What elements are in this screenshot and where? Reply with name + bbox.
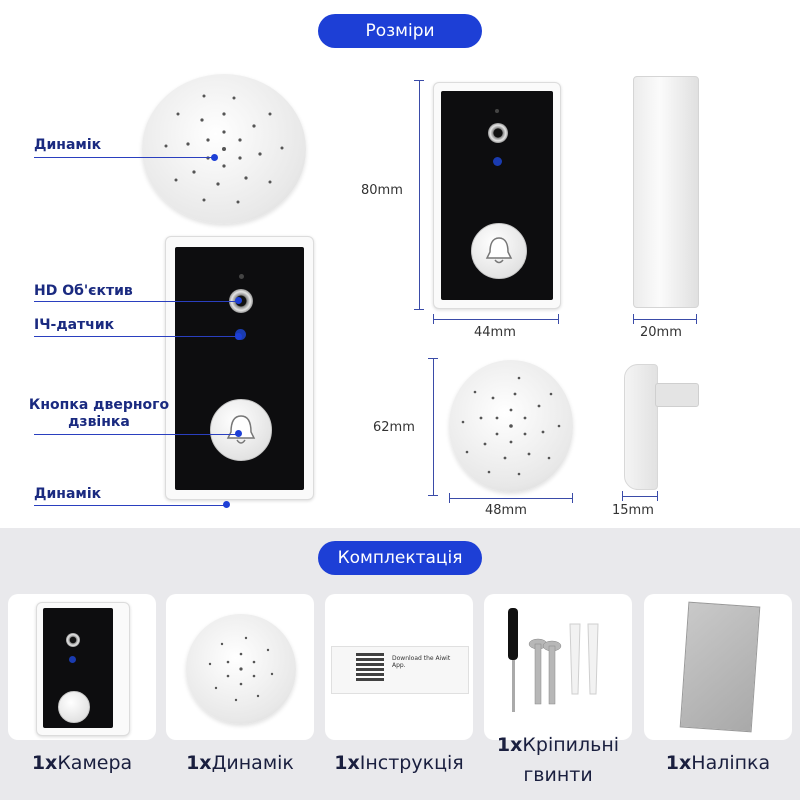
dimension-line-width <box>433 319 559 320</box>
bell-icon <box>485 237 513 264</box>
callout-line <box>34 505 226 506</box>
manual-image: Download the Aiwit App. <box>331 646 469 694</box>
doorbell-front-image <box>165 236 314 500</box>
bell-button-icon <box>210 399 272 461</box>
speaker-depth-label: 15mm <box>612 503 654 518</box>
status-dot <box>239 274 244 279</box>
dimension-tick <box>633 314 634 324</box>
status-dot <box>495 109 499 113</box>
dimension-tick <box>428 495 438 496</box>
manual-text: Download the Aiwit App. <box>392 655 451 669</box>
dimension-tick <box>414 309 424 310</box>
callout-line <box>34 301 238 302</box>
package-card-camera <box>8 594 156 740</box>
bell-button-icon <box>58 691 90 723</box>
ir-sensor-icon <box>69 656 76 663</box>
speaker-side-image <box>624 364 658 490</box>
caption-name: Кріпильні гвинти <box>522 734 620 786</box>
bell-icon <box>226 415 256 444</box>
lens-icon <box>488 123 508 143</box>
doorbell-dimension-front <box>433 82 561 309</box>
dimension-line-height <box>419 80 420 310</box>
callout-ir-sensor: ІЧ-датчик <box>34 317 115 333</box>
callout-dot <box>235 297 242 304</box>
dimension-tick <box>696 314 697 324</box>
dimension-tick <box>572 493 573 503</box>
callout-speaker-top: Динамік <box>34 137 102 153</box>
screws-image <box>508 608 599 712</box>
dimension-line-depth <box>622 496 658 497</box>
callout-bell-button: Кнопка дверного дзвінка <box>28 397 170 430</box>
callout-dot <box>223 501 230 508</box>
caption-screws: 1xКріпильні гвинти <box>474 730 642 790</box>
callout-speaker-bottom: Динамік <box>34 486 102 502</box>
dimension-tick <box>558 314 559 324</box>
camera-image <box>36 602 130 736</box>
callout-line <box>34 336 238 337</box>
dimension-tick <box>433 314 434 324</box>
dimension-tick <box>449 493 450 503</box>
caption-plate: 1xНаліпка <box>644 752 792 774</box>
callout-line <box>34 434 238 435</box>
doorbell-width-label: 44mm <box>474 325 516 340</box>
callout-dot <box>235 333 242 340</box>
dimension-tick <box>657 491 658 501</box>
callout-dot <box>235 430 242 437</box>
package-card-screws <box>484 594 632 740</box>
speaker-image <box>186 614 296 724</box>
bell-button-icon <box>471 223 527 279</box>
caption-name: Динамік <box>211 752 294 774</box>
speaker-plug-image <box>655 383 699 407</box>
package-header: Комплектація <box>318 541 482 575</box>
caption-camera: 1xКамера <box>8 752 156 774</box>
package-card-speaker <box>166 594 314 740</box>
dimension-line-width <box>449 498 573 499</box>
speaker-height-label: 62mm <box>373 420 415 435</box>
caption-manual: 1xІнструкція <box>325 752 473 774</box>
caption-speaker: 1xДинамік <box>166 752 314 774</box>
dimension-tick <box>414 80 424 81</box>
ir-sensor-icon <box>493 157 502 166</box>
doorbell-side-image <box>633 76 699 308</box>
dimension-line-height <box>433 358 434 496</box>
mounting-plate-image <box>679 601 761 733</box>
speaker-dimension-front <box>449 360 573 492</box>
caption-qty: 1x <box>334 752 360 774</box>
speaker-grille-icon <box>208 636 274 702</box>
callout-dot <box>211 154 218 161</box>
doorbell-depth-label: 20mm <box>640 325 682 340</box>
speaker-width-label: 48mm <box>485 503 527 518</box>
speaker-grille-icon <box>164 94 284 204</box>
dimensions-header: Розміри <box>318 14 482 48</box>
dimension-tick <box>428 358 438 359</box>
caption-qty: 1x <box>665 752 692 774</box>
caption-name: Камера <box>57 752 133 774</box>
lens-icon <box>66 633 80 647</box>
caption-qty: 1x <box>31 752 58 774</box>
qr-code-icon <box>356 653 384 681</box>
caption-name: Інструкція <box>359 752 464 774</box>
caption-name: Наліпка <box>691 752 771 774</box>
callout-line <box>34 157 214 158</box>
doorbell-height-label: 80mm <box>361 183 403 198</box>
caption-qty: 1x <box>186 752 212 774</box>
dimension-tick <box>622 491 623 501</box>
speaker-grille-icon <box>461 376 561 476</box>
package-card-manual: Download the Aiwit App. <box>325 594 473 740</box>
speaker-front-image <box>142 74 306 224</box>
callout-hd-lens: HD Об'єктив <box>34 283 133 299</box>
caption-qty: 1x <box>496 734 523 756</box>
package-card-plate <box>644 594 792 740</box>
dimension-line-depth <box>633 319 697 320</box>
